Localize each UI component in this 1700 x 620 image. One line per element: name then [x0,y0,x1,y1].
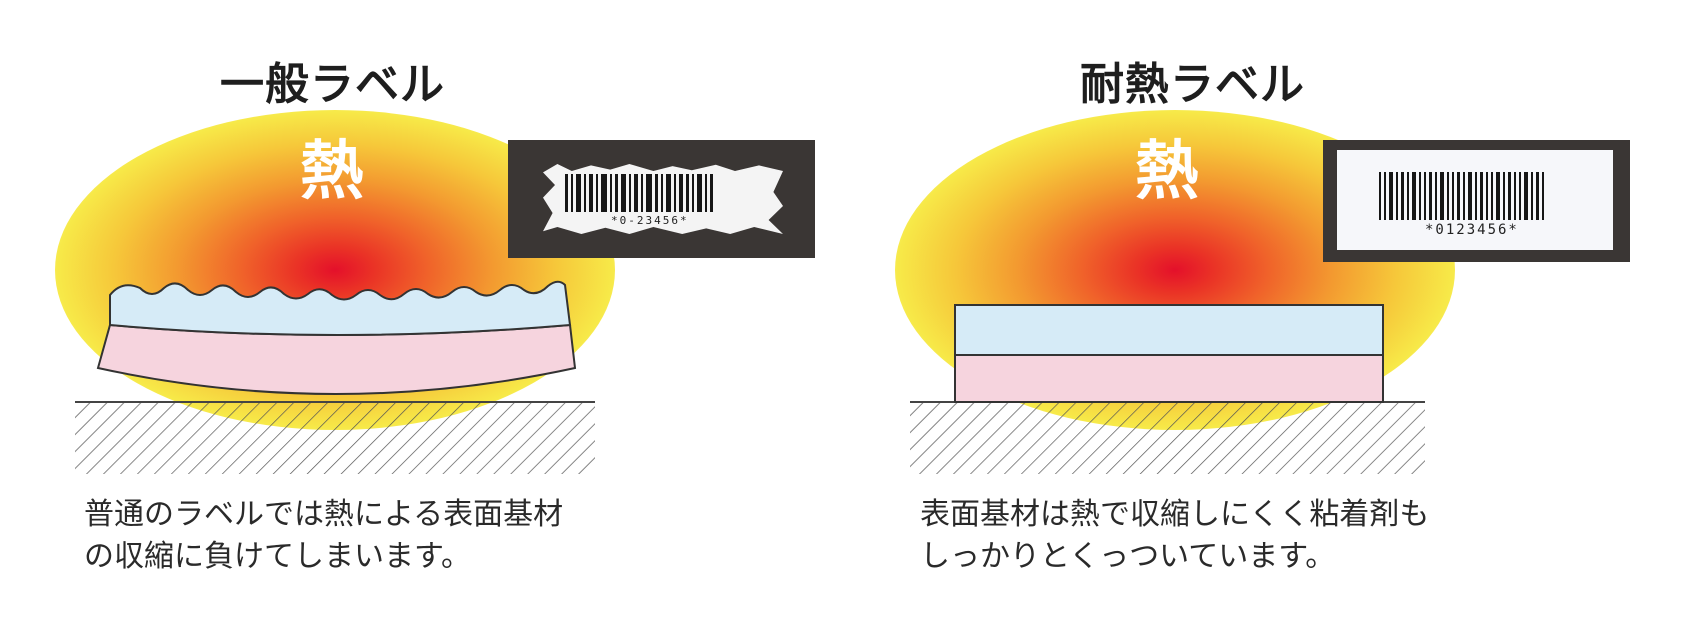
general-label-panel: 一般ラベル 熱 *0-23456* [55,59,815,578]
caption-line-1: 普通のラベルでは熱による表面基材 [84,497,564,532]
panel-title: 一般ラベル [220,59,445,110]
caption-line-1: 表面基材は熱で収縮しにくく粘着剤も [920,497,1430,532]
adhesive-layer [954,354,1384,403]
caption-text: 普通のラベルでは熱による表面基材 の収縮に負けてしまいます。 [84,494,563,578]
general-label-diagram [75,280,595,474]
flat-surface-layer [954,304,1384,356]
caption-line-2: しっかりとくっついています。 [920,539,1336,574]
barcode-digits: *0123456* [1425,222,1519,238]
damaged-label-photo: *0-23456* [508,140,815,258]
ground-hatch [75,402,595,474]
caption-text: 表面基材は熱で収縮しにくく粘着剤も しっかりとくっついています。 [920,494,1429,578]
shrunk-surface-layer [109,280,572,336]
intact-label-photo: *0123456* [1323,140,1630,262]
heat-label: 熱 [1135,135,1201,209]
ground-hatch [910,402,1425,474]
heat-resistant-label-diagram [910,304,1425,474]
torn-label: *0-23456* [543,164,783,234]
distorted-barcode [565,174,755,212]
intact-label: *0123456* [1337,150,1613,250]
barcode-digits: *0-23456* [611,214,689,227]
heat-label: 熱 [300,135,366,209]
panel-title: 耐熱ラベル [1080,59,1305,110]
barcode [1379,172,1575,220]
caption-line-2: の収縮に負けてしまいます。 [84,539,471,574]
heat-resistant-label-panel: 耐熱ラベル 熱 *0123456* [850,0,1700,620]
